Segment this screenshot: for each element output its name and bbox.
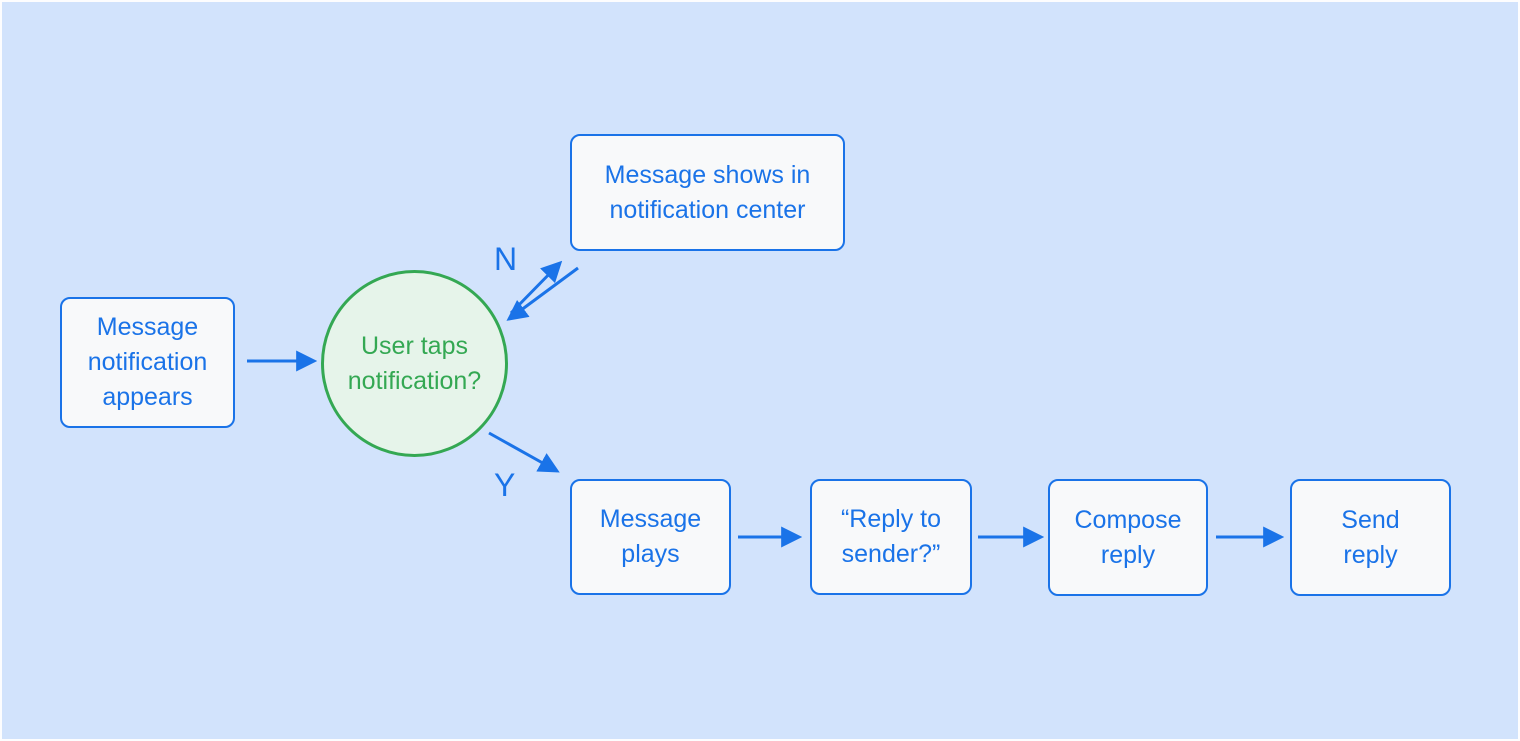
branch-label-no: N [494,241,518,277]
node-label: Message shows in notification center [604,160,811,224]
node-label: Send reply [1341,505,1400,569]
node-label: Message plays [599,505,702,568]
node-compose-reply: Compose reply [1048,479,1208,596]
edge-decision-to-notification-center [509,260,563,315]
node-label: Compose reply [1074,505,1182,569]
node-message-notification-appears: Message notification appears [60,297,235,428]
node-label: Message notification appears [87,313,208,411]
node-message-plays: Message plays [570,479,731,595]
node-user-taps-notification-decision: User taps notification? [321,270,508,457]
node-label: “Reply to sender?” [840,505,942,568]
node-send-reply: Send reply [1290,479,1451,596]
edge-decision-to-message-plays [488,431,560,473]
node-message-shows-in-notification-center: Message shows in notification center [570,134,845,251]
node-label: User taps notification? [347,331,482,395]
branch-label-yes: Y [494,467,516,503]
node-reply-to-sender: “Reply to sender?” [810,479,972,595]
edge-notification-center-to-decision [506,266,579,321]
